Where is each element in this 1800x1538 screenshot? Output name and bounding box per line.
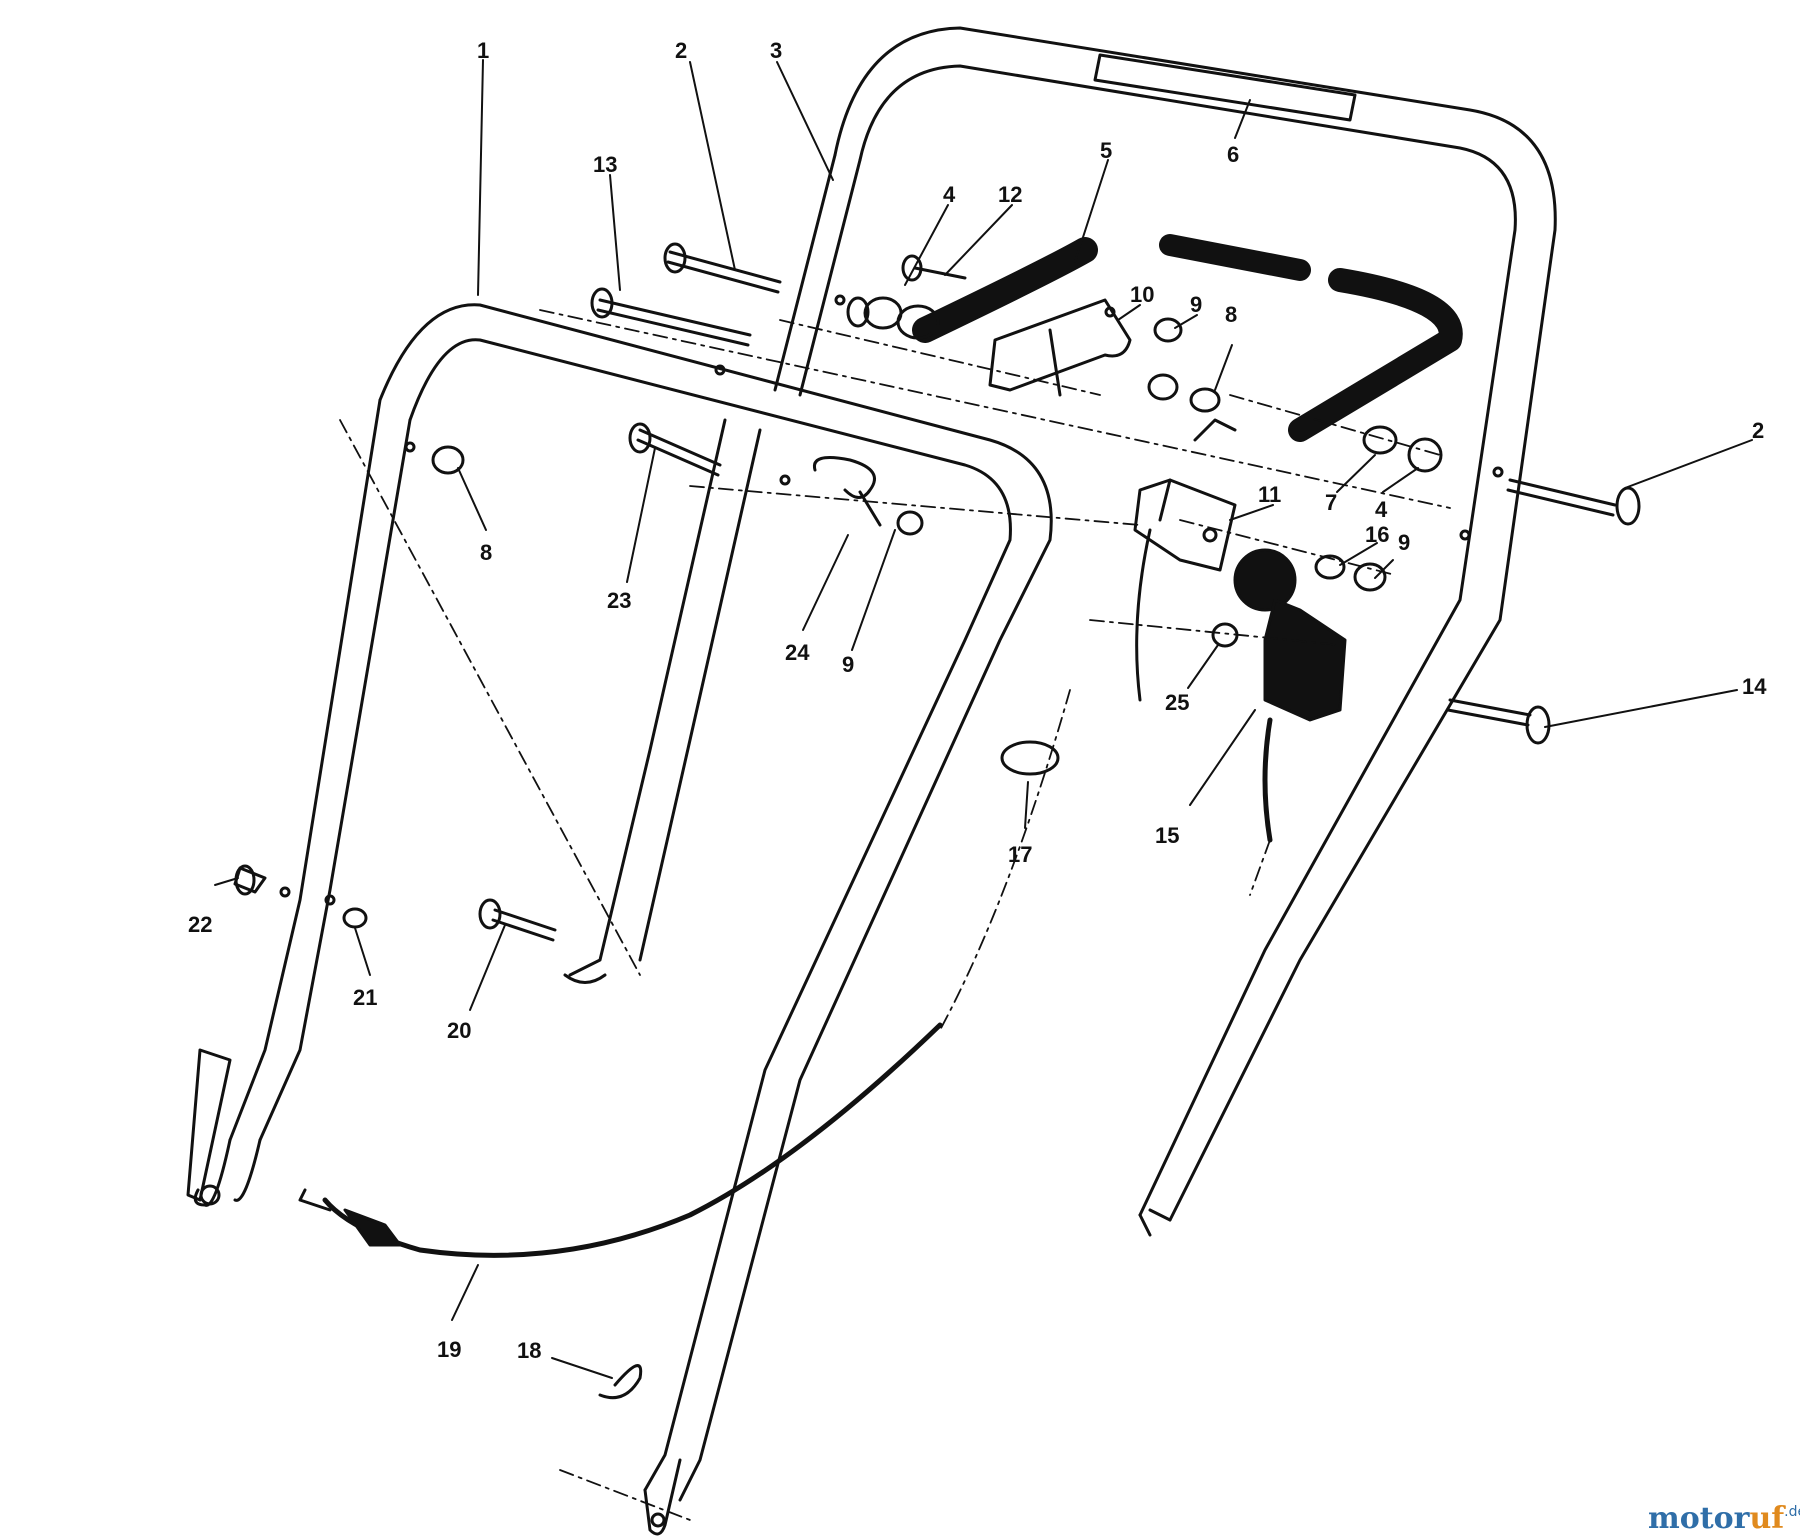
- callout-9: 9: [1398, 530, 1410, 555]
- callout-11: 11: [1258, 482, 1281, 507]
- alignment-lines: [339, 309, 1451, 1521]
- callout-13: 13: [593, 152, 617, 177]
- switch-box: [1133, 418, 1237, 702]
- callout-9: 9: [1190, 292, 1202, 317]
- callout-7: 7: [1325, 490, 1337, 515]
- lower-handle: [186, 303, 1053, 1536]
- callout-8: 8: [480, 540, 492, 565]
- callout-3: 3: [770, 38, 782, 63]
- callout-24: 24: [785, 640, 810, 665]
- control-bail: [912, 234, 1463, 442]
- cable-guide-loop: [812, 456, 882, 527]
- callout-labels: 1 2 3 6 13 5 4 12 10 9 8 2 7 4 11 16 9 8…: [188, 38, 1767, 1363]
- callout-25: 25: [1165, 690, 1189, 715]
- cable-tie: [1000, 740, 1060, 776]
- watermark-logo: motoruf.de: [1648, 1501, 1800, 1536]
- callout-6: 6: [1227, 142, 1239, 167]
- hair-pin-clip: [598, 1364, 643, 1400]
- upper-handle: [773, 26, 1557, 1237]
- callout-19: 19: [437, 1337, 461, 1362]
- callout-4: 4: [943, 182, 956, 207]
- pivot-bracket: [988, 298, 1132, 397]
- callout-2: 2: [675, 38, 687, 63]
- washers-and-nuts: [233, 296, 1443, 929]
- callout-8: 8: [1225, 302, 1237, 327]
- callout-5: 5: [1100, 138, 1112, 163]
- callout-15: 15: [1155, 823, 1179, 848]
- callout-14: 14: [1742, 674, 1767, 699]
- bolts: [478, 242, 1641, 942]
- callout-17: 17: [1008, 842, 1032, 867]
- leader-lines: [214, 59, 1753, 1379]
- callout-9: 9: [842, 652, 854, 677]
- callout-4: 4: [1375, 497, 1388, 522]
- callout-18: 18: [517, 1338, 541, 1363]
- callout-12: 12: [998, 182, 1022, 207]
- callout-16: 16: [1365, 522, 1389, 547]
- throttle-control: [1233, 548, 1347, 843]
- callout-23: 23: [607, 588, 631, 613]
- callout-20: 20: [447, 1018, 471, 1043]
- svg-text:motoruf.de: motoruf.de: [1648, 1501, 1800, 1536]
- callout-2: 2: [1752, 418, 1764, 443]
- callout-1: 1: [477, 38, 489, 63]
- callout-21: 21: [353, 985, 377, 1010]
- throttle-cable: [298, 1022, 943, 1258]
- callout-22: 22: [188, 912, 212, 937]
- callout-10: 10: [1130, 282, 1154, 307]
